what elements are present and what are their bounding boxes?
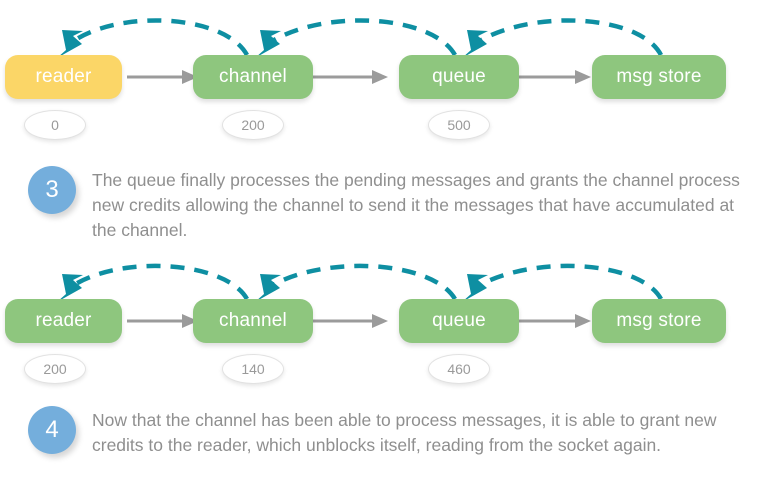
step-description-4: Now that the channel has been able to pr… — [92, 410, 717, 455]
flow-arrow-channel-to-queue — [313, 70, 388, 84]
node-label: msg store — [616, 310, 702, 331]
node-channel[interactable]: channel — [193, 299, 313, 343]
node-queue[interactable]: queue — [399, 55, 519, 99]
node-label: reader — [35, 66, 92, 87]
flow-arrow-reader-to-channel — [127, 70, 198, 84]
badge-value: 200 — [43, 361, 67, 377]
step-number: 3 — [45, 176, 59, 203]
node-label: channel — [219, 66, 287, 87]
step-block-3: 3 The queue finally processes the pendin… — [0, 166, 769, 243]
badge-queue: 500 — [428, 110, 490, 140]
step-description-3: The queue finally processes the pending … — [92, 170, 740, 240]
flow-arrow-reader-to-channel — [127, 314, 198, 328]
badge-channel: 140 — [222, 354, 284, 384]
diagram-row-1: reader channel queue msg store 0 200 500 — [0, 0, 769, 150]
badge-value: 460 — [447, 361, 471, 377]
flow-arrow-queue-to-msgstore — [519, 314, 591, 328]
node-reader[interactable]: reader — [5, 299, 122, 343]
node-label: channel — [219, 310, 287, 331]
node-msg-store[interactable]: msg store — [592, 299, 726, 343]
flow-arrow-queue-to-msgstore — [519, 70, 591, 84]
node-queue[interactable]: queue — [399, 299, 519, 343]
node-label: queue — [432, 310, 486, 331]
credit-arc-queue-to-channel — [255, 263, 457, 302]
credit-arc-msgstore-to-queue — [462, 263, 663, 302]
diagram-row-2: reader channel queue msg store 200 140 4… — [0, 258, 769, 408]
credit-arc-msgstore-to-queue — [462, 18, 664, 58]
badge-reader: 200 — [24, 354, 86, 384]
badge-value: 200 — [241, 117, 265, 133]
step-number: 4 — [45, 416, 59, 443]
flow-arrow-channel-to-queue — [313, 314, 388, 328]
step-block-4: 4 Now that the channel has been able to … — [0, 406, 769, 458]
node-label: msg store — [616, 66, 702, 87]
node-label: reader — [35, 310, 92, 331]
badge-value: 500 — [447, 117, 471, 133]
credit-arc-channel-to-reader — [57, 18, 249, 58]
badge-queue: 460 — [428, 354, 490, 384]
step-number-badge-4: 4 — [28, 406, 76, 454]
node-msg-store[interactable]: msg store — [592, 55, 726, 99]
badge-channel: 200 — [222, 110, 284, 140]
credit-arc-queue-to-channel — [255, 18, 457, 58]
badge-reader: 0 — [24, 110, 86, 140]
node-label: queue — [432, 66, 486, 87]
step-number-badge-3: 3 — [28, 166, 76, 214]
node-reader[interactable]: reader — [5, 55, 122, 99]
credit-arc-channel-to-reader — [57, 263, 249, 302]
badge-value: 140 — [241, 361, 265, 377]
badge-value: 0 — [51, 117, 59, 133]
node-channel[interactable]: channel — [193, 55, 313, 99]
